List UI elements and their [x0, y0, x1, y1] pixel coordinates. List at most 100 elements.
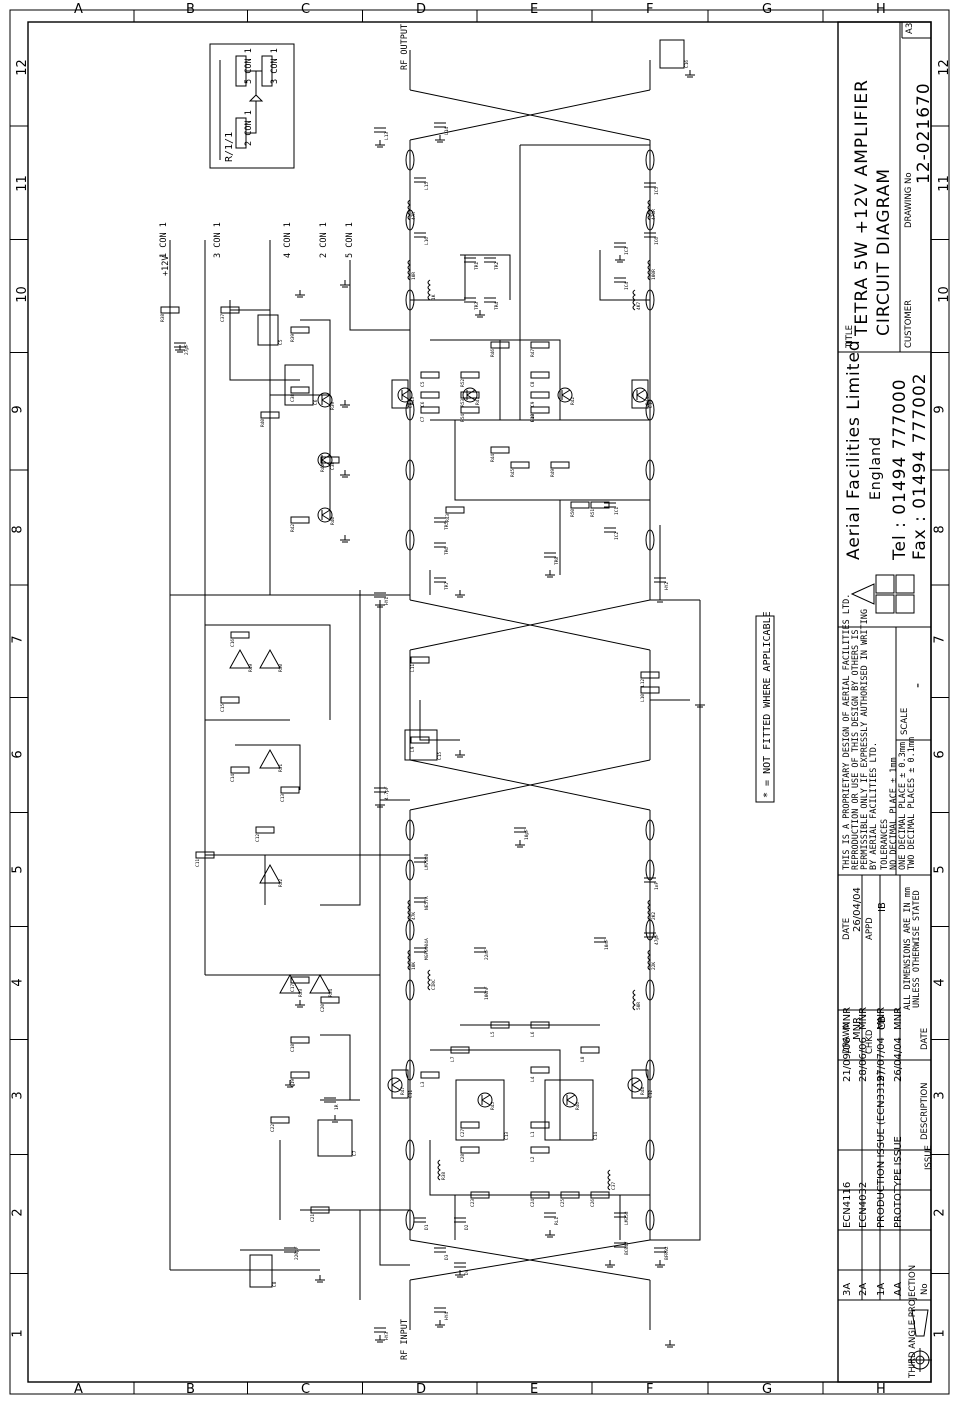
component-label: C6 — [420, 401, 426, 407]
resistor-symbol — [420, 371, 440, 379]
wire — [229, 300, 300, 381]
component-label: R52 — [278, 879, 284, 887]
component-label: L13 — [384, 132, 390, 140]
component-label: C16 — [684, 60, 690, 68]
component-label: R53 — [298, 989, 304, 997]
component-label: L3 — [420, 1081, 426, 1087]
component-label: IC1 — [614, 507, 620, 515]
zone-row-label: 12 — [14, 59, 30, 76]
inductor-symbol — [437, 1159, 441, 1181]
component-label: R46 — [490, 349, 496, 357]
component-label: R45 — [490, 1102, 496, 1110]
capacitor-symbol — [284, 1247, 296, 1253]
capacitor-symbol — [434, 122, 446, 128]
wire — [320, 1034, 351, 1100]
component-label: C11 — [195, 859, 201, 867]
component-label: R47 — [530, 349, 536, 357]
device-symbol — [631, 1069, 649, 1099]
component-label: C8 — [272, 1281, 278, 1287]
capacitor-symbol — [544, 552, 556, 558]
component-label: R47 — [400, 1087, 406, 1095]
component-label: C38 — [290, 394, 296, 402]
transistor-symbol — [387, 1077, 403, 1093]
revision-header-issue: ISSUE — [924, 1145, 934, 1170]
resistor-symbol — [530, 1021, 550, 1029]
component-label: R41 — [320, 464, 326, 472]
capacitor-symbol — [414, 857, 426, 863]
component-label: CIRC — [431, 979, 437, 990]
device-symbol — [391, 1069, 409, 1099]
connector-5: 5 CON 1 — [345, 222, 355, 258]
capacitor-symbol — [434, 517, 446, 523]
title-line-1: TETRA 5W +12V AMPLIFIER — [852, 79, 872, 336]
device-symbol — [317, 1119, 353, 1157]
component-label: C17 — [290, 984, 296, 992]
component-label: R52 — [460, 379, 466, 387]
wire — [379, 790, 410, 1266]
title-line-2: CIRCUIT DIAGRAM — [874, 168, 894, 336]
transmission-line-segment — [645, 529, 655, 551]
revision-header-no: No — [920, 1283, 930, 1295]
revision-no: 3A — [842, 1282, 853, 1296]
revision-date: 21/09/06 — [842, 1037, 853, 1082]
component-label: C15 — [220, 704, 226, 712]
inset-connector-c: 2 CON 1 — [244, 110, 254, 146]
connector-2: 2 CON 1 — [319, 222, 329, 258]
component-label: C5 — [278, 339, 284, 345]
zone-column-label: E — [530, 2, 539, 17]
component-label: R49 — [550, 469, 556, 477]
ground-symbol — [685, 70, 695, 78]
zone-row-label: 10 — [14, 286, 30, 303]
capacitor-symbol — [414, 177, 426, 183]
component-label: 10pF — [524, 829, 530, 840]
component-label: L1 — [530, 1131, 536, 1137]
capacitor-symbol — [604, 502, 616, 508]
transmission-line-segment — [405, 529, 415, 551]
zone-row-label: 6 — [10, 750, 26, 759]
component-label: R50 — [570, 509, 576, 517]
component-label: C16 — [230, 639, 236, 647]
company-tel: Tel : 01494 777000 — [890, 378, 910, 560]
resistor-symbol — [410, 656, 430, 664]
capacitor-symbol — [464, 297, 476, 303]
inductor-symbol — [407, 199, 411, 221]
company-name: Aerial Facilities Limited — [844, 339, 864, 560]
component-label: C9 — [530, 401, 536, 407]
capacitor-symbol — [434, 577, 446, 583]
component-label: MGF0904A — [424, 938, 430, 960]
component-label: 1nF — [654, 882, 660, 890]
component-label: C26 — [590, 1199, 596, 1207]
component-label: LM358 — [624, 1211, 630, 1225]
component-label: R48 — [530, 414, 536, 422]
component-label: IC6 — [654, 237, 660, 245]
inset-connector-b: 3 CON 1 — [270, 48, 280, 84]
zone-column-label: B — [186, 1382, 195, 1397]
wire — [409, 599, 651, 651]
ground-symbol — [285, 1080, 295, 1088]
component-label: R38 — [441, 1172, 447, 1180]
resistor-symbol — [420, 391, 440, 399]
component-label: R40 — [260, 419, 266, 427]
opamp-symbol — [259, 648, 281, 669]
component-label: R38 — [160, 314, 166, 322]
component-label: C14 — [230, 774, 236, 782]
inductor-symbol — [427, 969, 431, 991]
component-label: L7 — [450, 1056, 456, 1062]
resistor-symbol — [290, 386, 310, 394]
resistor-symbol — [290, 516, 310, 524]
component-label: C10 — [530, 414, 536, 422]
zone-row-label: 11 — [936, 175, 952, 192]
component-label: L8 — [580, 1056, 586, 1062]
component-label: R51 — [278, 764, 284, 772]
ground-symbol — [375, 800, 385, 808]
component-label: C11 — [408, 1090, 414, 1098]
resistor-symbol — [460, 371, 480, 379]
transmission-line-segment — [405, 459, 415, 481]
transmission-line-segment — [405, 979, 415, 1001]
component-label: 47pF — [654, 934, 660, 945]
customer-label: CUSTOMER — [904, 299, 914, 348]
transistor-symbol — [317, 392, 333, 408]
ground-symbol — [295, 1000, 305, 1008]
revision-date: 27/07/04 — [876, 1037, 887, 1082]
component-label: TR1 — [474, 262, 480, 270]
